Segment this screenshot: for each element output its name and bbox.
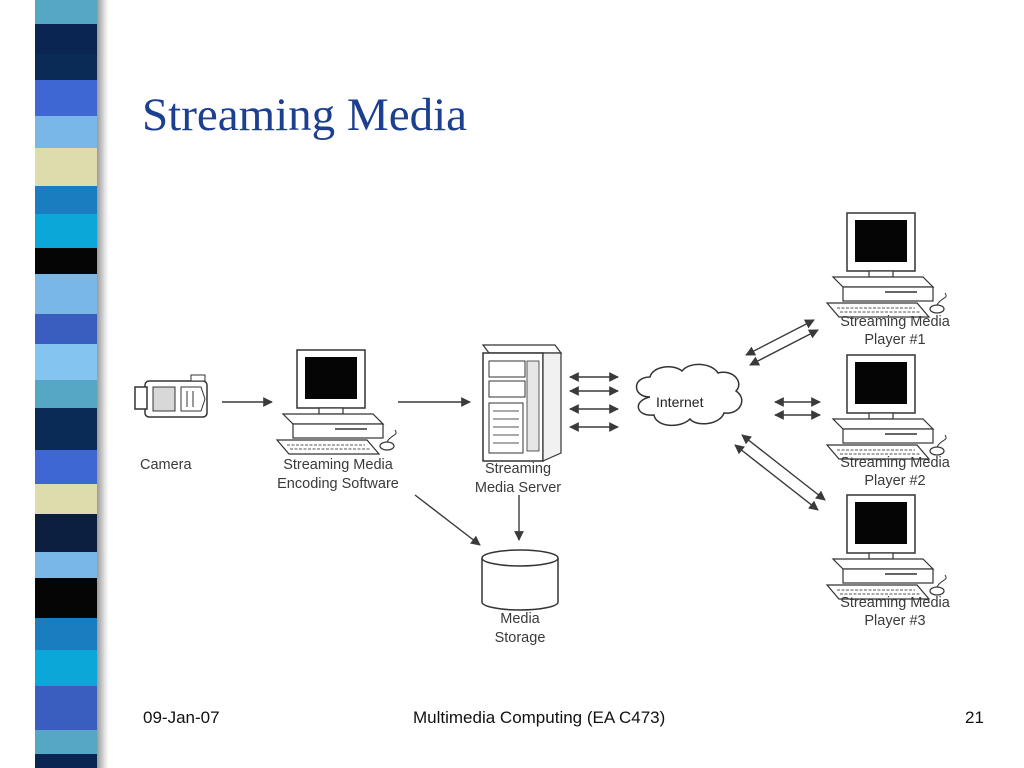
server-label-line-1: Streaming bbox=[485, 461, 551, 477]
footer-date: 09-Jan-07 bbox=[143, 708, 220, 727]
arrow-internet-player1-b bbox=[745, 319, 815, 356]
player-1-computer-icon bbox=[826, 212, 947, 318]
player-2-label-line-2: Player #2 bbox=[864, 473, 925, 489]
footer-course: Multimedia Computing (EA C473) bbox=[413, 708, 666, 727]
sidebar-stripe bbox=[35, 274, 97, 314]
arrow-internet-player3-a bbox=[741, 434, 826, 501]
sidebar-stripe bbox=[35, 408, 97, 450]
sidebar-stripe bbox=[35, 754, 97, 768]
encoder-label-line-1: Streaming Media bbox=[283, 457, 394, 473]
storage-label-line-1: Media bbox=[500, 611, 540, 627]
server-label-line-2: Media Server bbox=[475, 480, 561, 496]
streaming-media-diagram: Internet Camera Streaming Media Encoding… bbox=[134, 212, 951, 646]
player-2-label-line-1: Streaming Media bbox=[840, 455, 951, 471]
sidebar-stripe bbox=[35, 80, 97, 116]
arrow-internet-player3-b bbox=[734, 444, 819, 511]
sidebar-stripe bbox=[35, 484, 97, 514]
sidebar-stripe bbox=[35, 578, 97, 618]
sidebar-stripe bbox=[35, 380, 97, 408]
sidebar-stripe bbox=[35, 116, 97, 148]
sidebar-stripe bbox=[35, 186, 97, 214]
storage-label-line-2: Storage bbox=[495, 630, 546, 646]
connection-arrows bbox=[222, 319, 826, 546]
sidebar-stripe bbox=[35, 24, 97, 54]
sidebar-stripe bbox=[35, 686, 97, 730]
sidebar-stripe bbox=[35, 148, 97, 186]
camera-label: Camera bbox=[140, 457, 193, 473]
decorative-stripe-bar bbox=[35, 0, 97, 768]
internet-cloud-icon: Internet bbox=[635, 363, 743, 427]
sidebar-stripe bbox=[35, 214, 97, 248]
sidebar-stripe bbox=[35, 552, 97, 578]
player-3-label-line-1: Streaming Media bbox=[840, 595, 951, 611]
sidebar-stripe bbox=[35, 450, 97, 484]
sidebar-stripe bbox=[35, 0, 97, 24]
sidebar-stripe bbox=[35, 344, 97, 380]
sidebar-stripe bbox=[35, 54, 97, 80]
slide-number: 21 bbox=[965, 708, 984, 727]
sidebar-stripe bbox=[35, 514, 97, 552]
sidebar-stripe bbox=[35, 314, 97, 344]
internet-label: Internet bbox=[656, 394, 704, 410]
sidebar-stripe bbox=[35, 650, 97, 686]
sidebar-stripe bbox=[35, 730, 97, 754]
sidebar-stripe bbox=[35, 248, 97, 274]
player-3-computer-icon bbox=[826, 494, 947, 600]
player-1-label-line-1: Streaming Media bbox=[840, 314, 951, 330]
slide-title: Streaming Media bbox=[142, 89, 468, 141]
arrow-encoder-to-storage bbox=[414, 494, 481, 546]
encoder-computer-icon bbox=[276, 349, 397, 455]
sidebar-stripe bbox=[35, 618, 97, 650]
camera-icon bbox=[134, 374, 208, 418]
media-server-icon bbox=[481, 344, 563, 462]
player-1-label-line-2: Player #1 bbox=[864, 332, 925, 348]
media-storage-icon bbox=[481, 549, 559, 611]
player-2-computer-icon bbox=[826, 354, 947, 460]
encoder-label-line-2: Encoding Software bbox=[277, 476, 399, 492]
sidebar-shadow bbox=[97, 0, 109, 768]
player-3-label-line-2: Player #3 bbox=[864, 613, 925, 629]
